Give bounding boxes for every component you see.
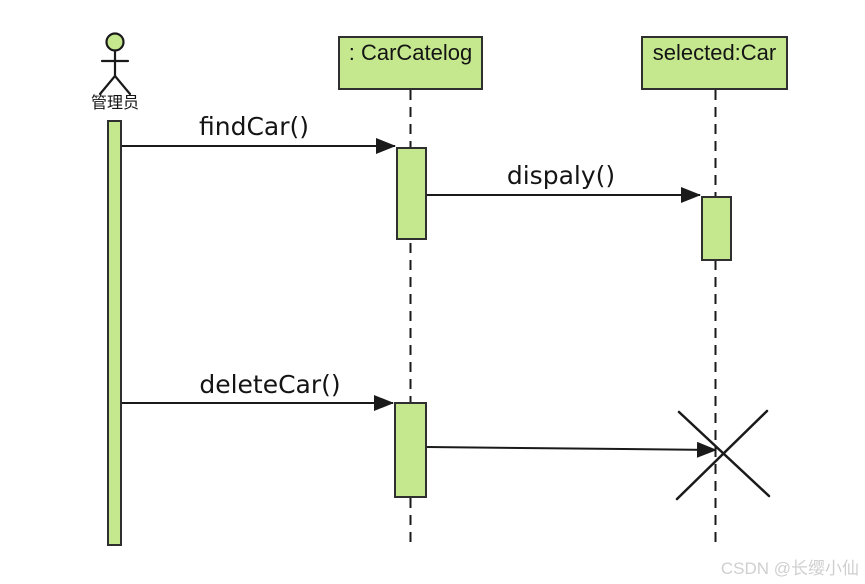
activation-bar-carcatelog-2 (394, 402, 427, 498)
actor-figure (98, 32, 132, 96)
actor-label: 管理员 (90, 95, 140, 112)
message-arrow-destroy (426, 441, 717, 458)
activation-bar-carcatelog-1 (396, 147, 427, 240)
lifeline-head-carcatelog: : CarCatelog (338, 36, 483, 90)
lifeline-head-selectedcar: selected:Car (641, 36, 788, 90)
activation-bar-selectedcar (701, 196, 732, 261)
actor-leg-right (113, 74, 132, 96)
message-label-deletecar: deleteCar() (199, 370, 341, 399)
message-label-dispaly: dispaly() (506, 161, 616, 190)
actor-leg-left (98, 74, 117, 96)
lifeline-label-selectedcar: selected:Car (652, 40, 777, 65)
watermark-text: CSDN @长缨小仙 (720, 559, 859, 578)
lifeline-label-carcatelog: : CarCatelog (348, 40, 473, 65)
destroy-x-icon (675, 409, 771, 501)
message-label-findcar: findCar() (198, 112, 310, 141)
activation-bar-actor (107, 120, 122, 546)
actor-head (105, 32, 125, 52)
